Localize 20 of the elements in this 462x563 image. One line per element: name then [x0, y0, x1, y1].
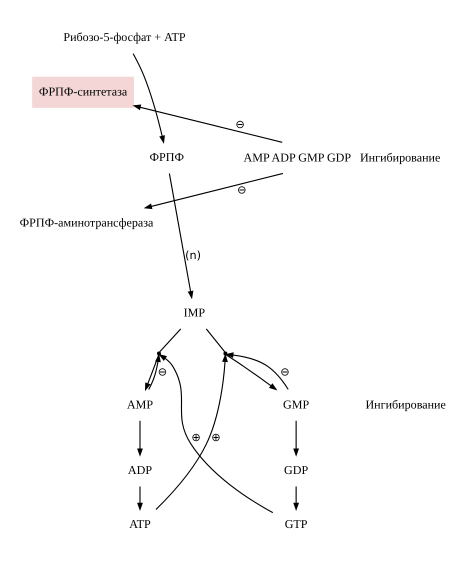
node-text: GDP — [284, 462, 308, 477]
edge-label: (n) — [185, 249, 201, 262]
edge-label: ⊕ — [211, 430, 221, 444]
node-text: ADP — [128, 462, 152, 477]
edge-label: ⊖ — [158, 365, 168, 378]
node-text: AMP ADP GMP GDP — [244, 150, 352, 165]
node-text: ФРПФ — [149, 150, 184, 164]
edge-label: ⊕ — [191, 430, 201, 444]
label: Ингибирование — [365, 397, 446, 412]
node-text: ATP — [129, 517, 151, 532]
node-text: AMP — [126, 397, 154, 412]
node-text: Рибозо-5-фосфат + ATP — [63, 30, 186, 44]
node-label: Ингибирование — [360, 150, 440, 165]
node-text: GMP — [283, 397, 310, 412]
node-text: IMP — [184, 305, 206, 320]
edge-label: ⊖ — [235, 118, 245, 132]
node-text: GTP — [284, 517, 308, 532]
node-text: ФРПФ-аминотрансфераза — [20, 216, 154, 230]
edge-label: ⊖ — [280, 365, 290, 378]
edge-label: ⊖ — [237, 184, 246, 197]
